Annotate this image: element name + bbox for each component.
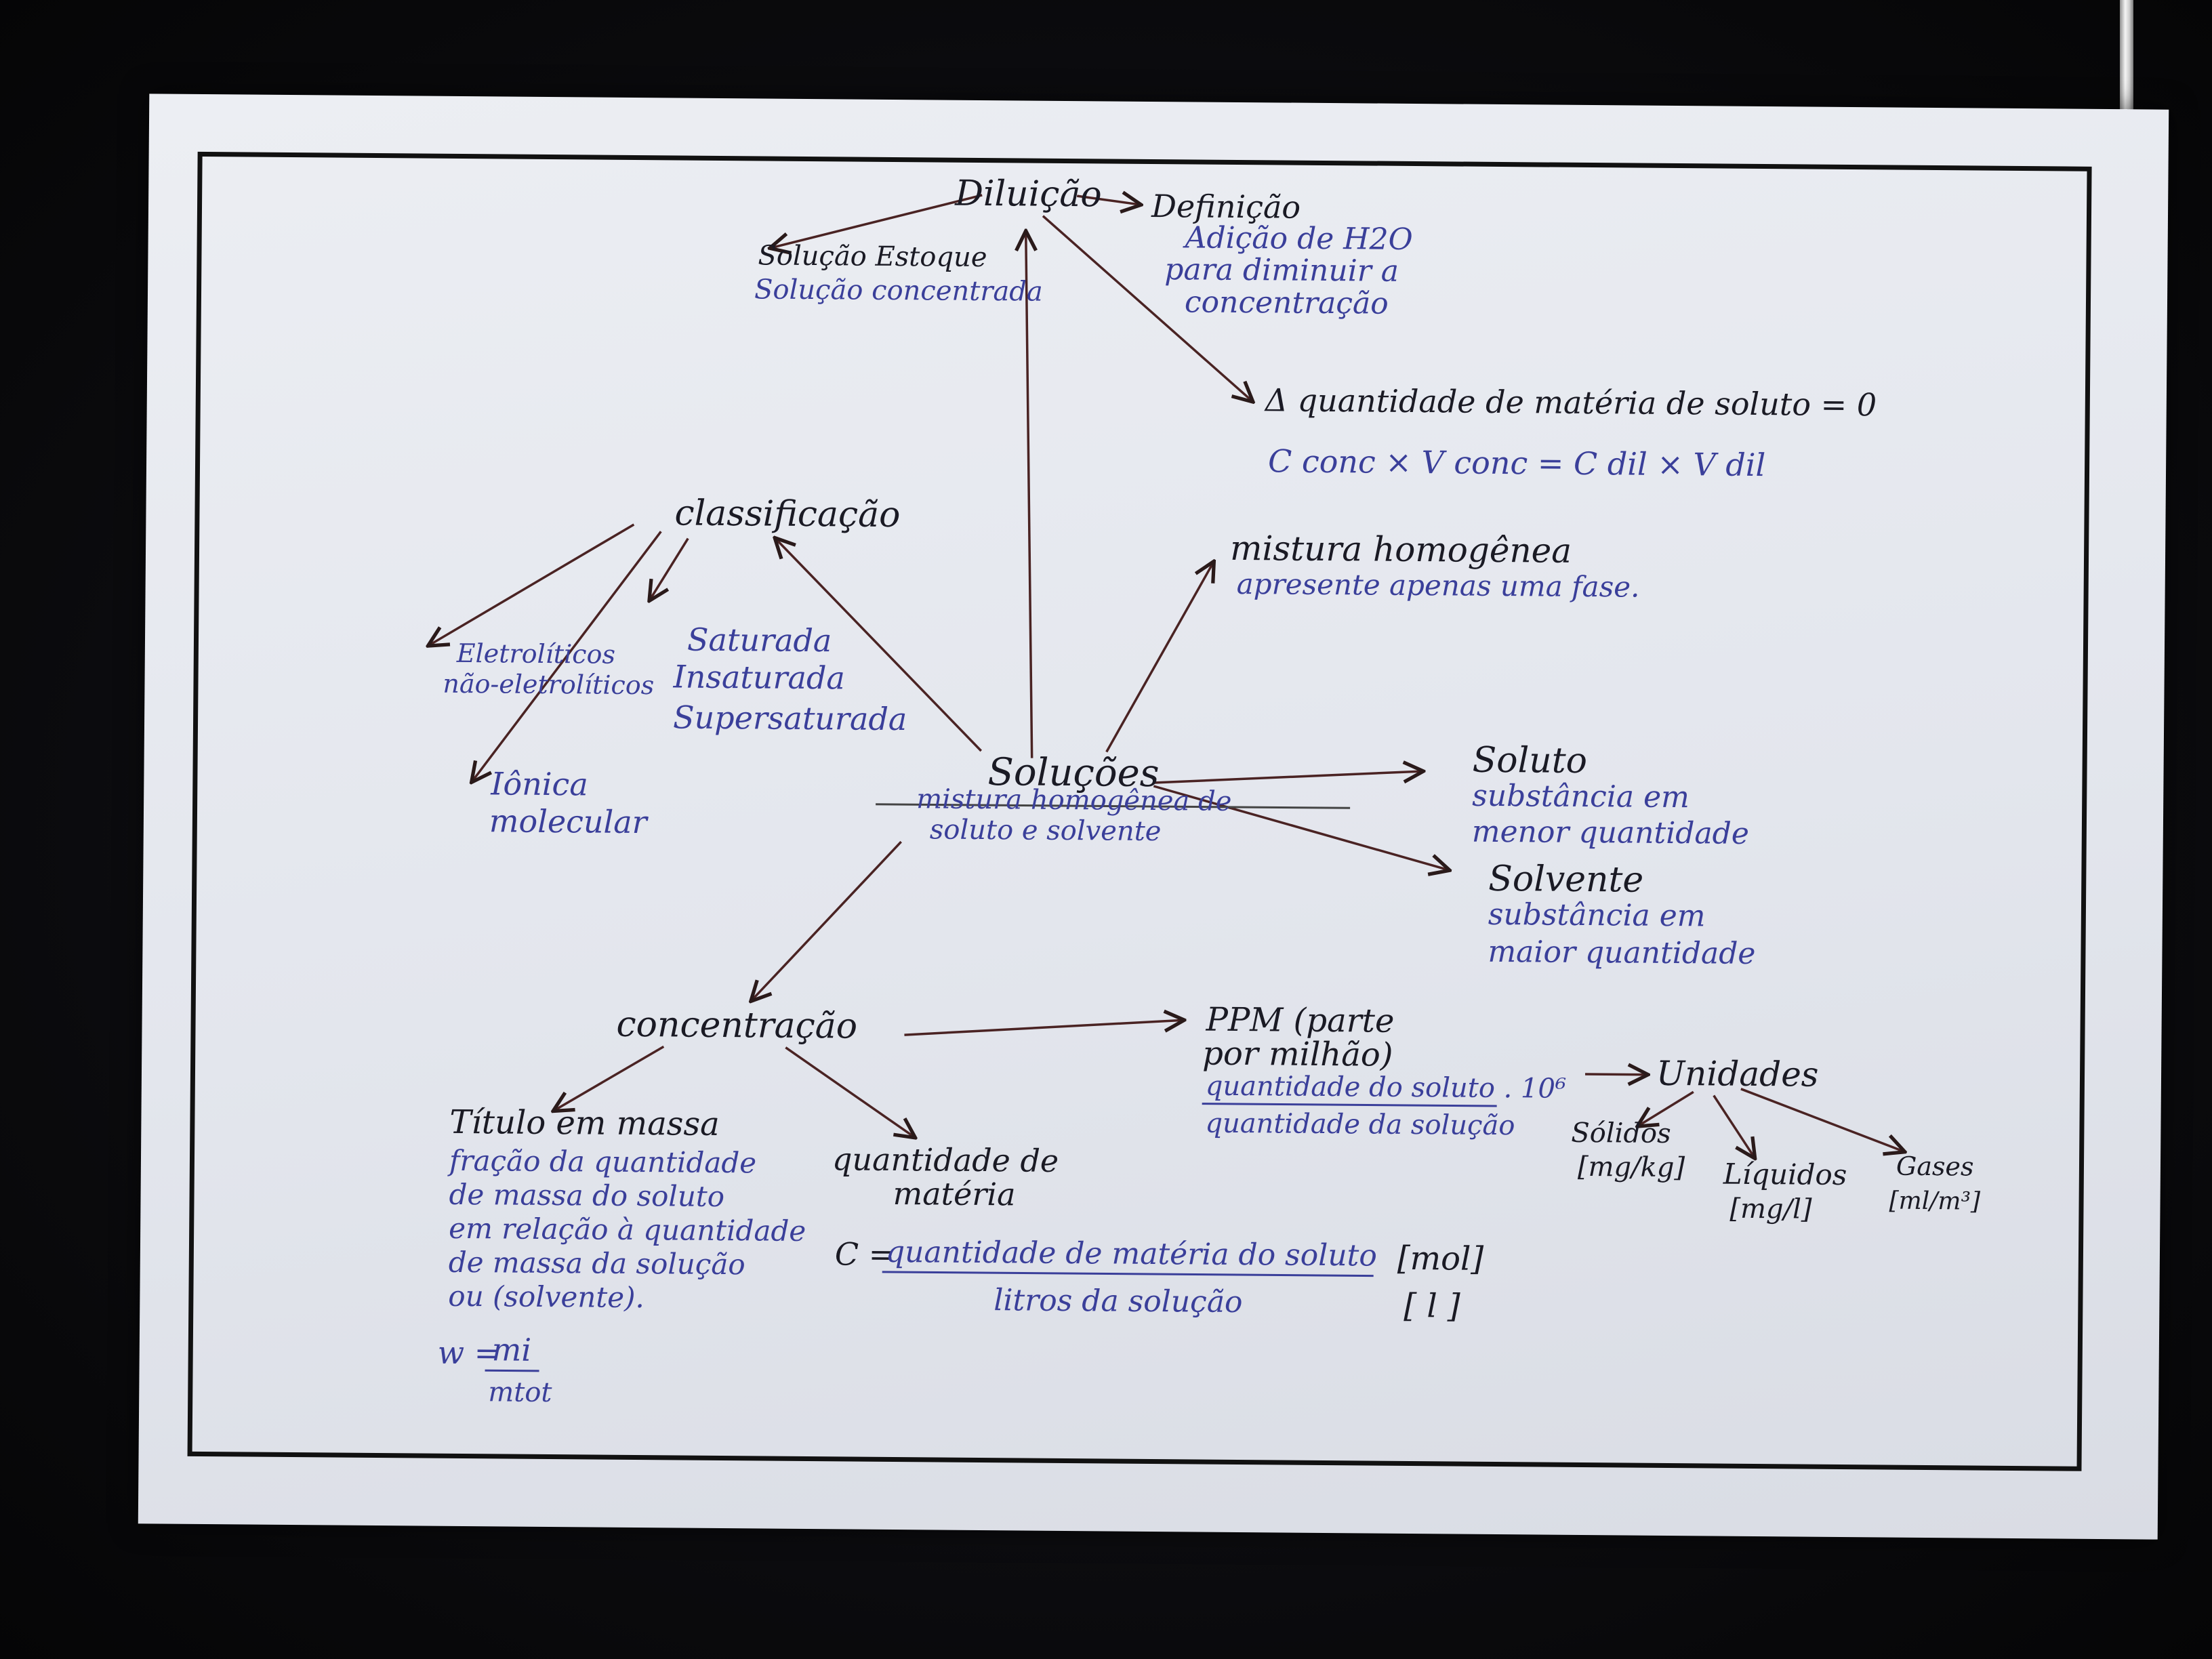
- ppm-title-line-1: PPM (parte: [1205, 1001, 1394, 1040]
- arrow-ppm-to-unidades: [1585, 1074, 1646, 1075]
- titulo-massa-line-1: fração da quantidade: [447, 1144, 757, 1180]
- ppm-fraction-bar: [1202, 1103, 1497, 1107]
- titulo-massa-line-2: de massa do soluto: [449, 1178, 724, 1213]
- arrows: [426, 191, 1910, 1158]
- quantidade-unit-numerator: [mol]: [1397, 1240, 1484, 1278]
- quantidade-unit-denominator: [ l ]: [1404, 1287, 1460, 1326]
- concept-map: Soluções mistura homogênea de soluto e s…: [138, 173, 1981, 1408]
- arrow-classificacao-to-eletroliticos: [430, 523, 635, 647]
- arrow-unidades-to-liquidos: [1713, 1094, 1755, 1157]
- dilution-formula: C conc × V conc = C dil × V dil: [1268, 443, 1766, 483]
- arrow-unidades-to-solidos: [1639, 1090, 1694, 1126]
- quantidade-materia-title-line-2: matéria: [893, 1175, 1015, 1212]
- soluto-line-2: menor quantidade: [1472, 815, 1749, 851]
- arrow-solucoes-to-solvente: [1153, 785, 1448, 869]
- solvente-title: Solvente: [1488, 859, 1643, 901]
- liquidos-unit: [mg/l]: [1729, 1193, 1812, 1225]
- center-title: Soluções: [987, 750, 1160, 796]
- titulo-formula-denominator: mtot: [488, 1376, 552, 1408]
- arrow-diluicao-to-estoque: [772, 194, 983, 249]
- definicao-line-3: concentração: [1185, 285, 1389, 321]
- arrow-solucoes-to-mistura: [1105, 562, 1213, 753]
- mistura-text: apresente apenas uma fase.: [1237, 567, 1640, 604]
- arrow-classificacao-to-ionica: [472, 531, 662, 782]
- saturada-label: Saturada: [687, 621, 832, 659]
- titulo-formula-lhs: w =: [438, 1334, 501, 1372]
- solidos-label: Sólidos: [1571, 1118, 1671, 1149]
- unidades-title: Unidades: [1656, 1054, 1819, 1094]
- arrow-unidades-to-gases: [1740, 1088, 1904, 1151]
- arrow-solucoes-to-classificacao: [775, 539, 983, 752]
- arrow-diluicao-to-delta: [1042, 215, 1253, 401]
- estoque-title: Solução Estoque: [758, 240, 987, 273]
- arrow-concentracao-to-quantidade: [785, 1046, 914, 1136]
- ppm-numerator: quantidade do soluto . 10⁶: [1206, 1071, 1566, 1105]
- nao-eletroliticos-label: não-eletrolíticos: [443, 669, 654, 700]
- ppm-title-line-2: por milhão): [1202, 1035, 1393, 1074]
- solvente-line-1: substância em: [1488, 897, 1706, 934]
- arrow-diluicao-to-definicao: [1076, 196, 1139, 205]
- estoque-text: Solução concentrada: [754, 274, 1043, 307]
- arrow-solucoes-to-concentracao: [752, 840, 902, 1001]
- titulo-formula-fraction-bar: [485, 1369, 539, 1372]
- center-definition-line-1: mistura homogênea de: [916, 783, 1232, 817]
- mistura-title: mistura homogênea: [1230, 529, 1572, 571]
- gases-unit: [ml/m³]: [1889, 1187, 1981, 1216]
- definicao-line-2: para diminuir a: [1164, 252, 1399, 289]
- soluto-title: Soluto: [1472, 740, 1587, 781]
- titulo-massa-line-3: em relação à quantidade: [449, 1212, 806, 1248]
- arrow-solucoes-to-diluicao: [1022, 232, 1036, 758]
- titulo-formula-numerator: mi: [492, 1331, 532, 1368]
- molecular-label: molecular: [489, 802, 649, 840]
- ionica-label: Iônica: [490, 765, 588, 802]
- arrow-classificacao-to-saturada: [650, 537, 689, 599]
- supersaturada-label: Supersaturada: [673, 699, 907, 737]
- quantidade-formula-denominator: litros da solução: [994, 1283, 1243, 1319]
- ppm-denominator: quantidade da solução: [1205, 1108, 1515, 1142]
- quantidade-formula-numerator: quantidade de matéria do soluto: [886, 1235, 1377, 1273]
- titulo-massa-title: Título em massa: [449, 1103, 720, 1143]
- solidos-unit: [mg/kg]: [1578, 1151, 1685, 1183]
- classificacao-title: classificação: [674, 493, 900, 535]
- quantidade-formula-lhs: C =: [835, 1235, 895, 1273]
- eletroliticos-label: Eletrolíticos: [456, 638, 615, 670]
- solvente-line-2: maior quantidade: [1488, 935, 1755, 971]
- arrow-concentracao-to-titulo: [555, 1045, 665, 1111]
- quantidade-formula-fraction-bar: [882, 1271, 1374, 1277]
- insaturada-label: Insaturada: [672, 658, 845, 696]
- titulo-massa-line-5: ou (solvente).: [448, 1279, 644, 1314]
- diluicao-title: Diluição: [954, 173, 1102, 216]
- gases-label: Gases: [1896, 1151, 1974, 1182]
- liquidos-label: Líquidos: [1723, 1158, 1847, 1191]
- arrow-solucoes-to-soluto: [1153, 769, 1421, 784]
- delta-statement: Δ quantidade de matéria de soluto = 0: [1264, 382, 1877, 423]
- paper-sheet: Soluções mistura homogênea de soluto e s…: [138, 94, 2169, 1540]
- concentracao-title: concentração: [616, 1004, 857, 1047]
- quantidade-materia-title-line-1: quantidade de: [832, 1141, 1059, 1179]
- arrow-concentracao-to-ppm: [904, 1018, 1182, 1036]
- titulo-massa-line-4: de massa da solução: [449, 1246, 745, 1281]
- center-definition-line-2: soluto e solvente: [930, 814, 1162, 847]
- definicao-title: Definição: [1151, 188, 1300, 226]
- definicao-line-1: Adição de H2O: [1183, 220, 1413, 257]
- center-strike: [876, 803, 1351, 809]
- soluto-line-1: substância em: [1472, 779, 1689, 815]
